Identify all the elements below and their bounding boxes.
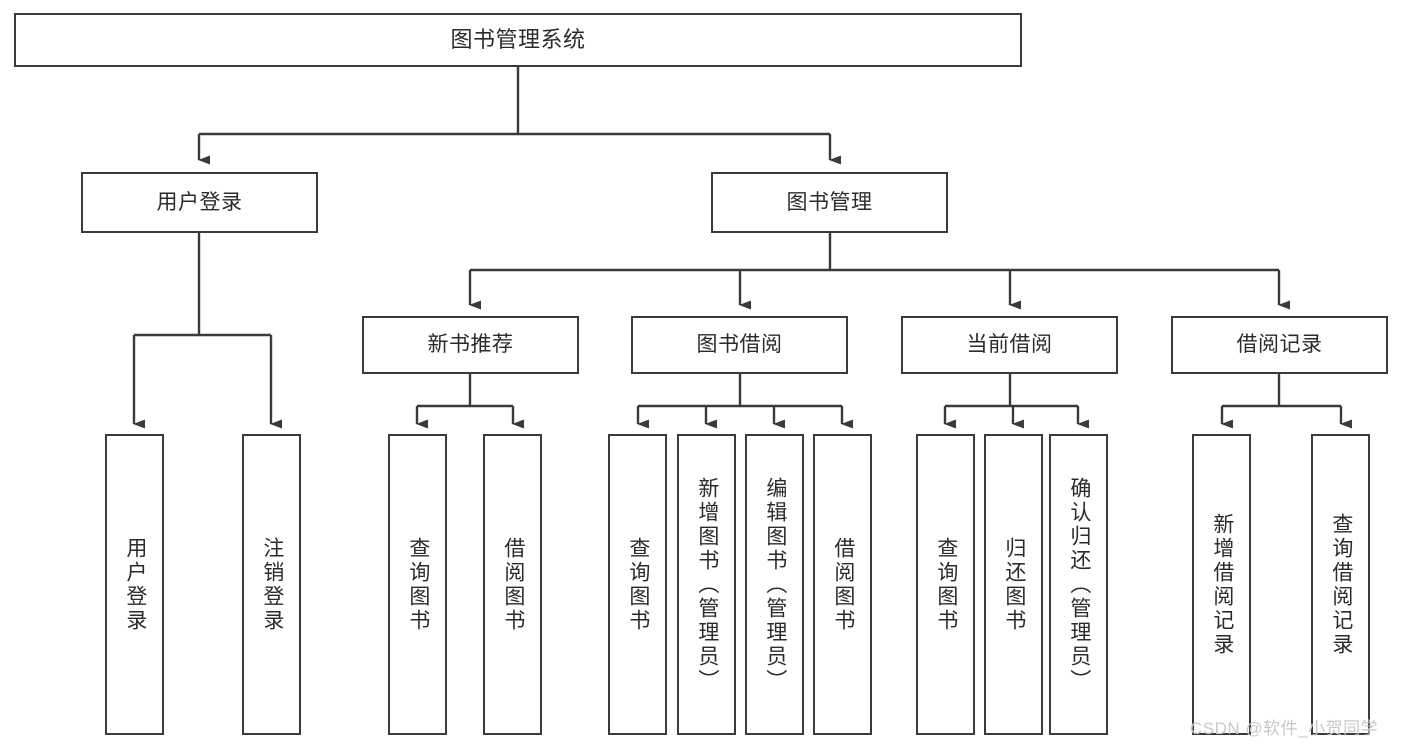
node-label: 用户登录	[156, 190, 243, 214]
node-leaf-query-borrow-record[interactable]: 查询借阅记录	[1311, 434, 1370, 735]
node-leaf-return-book[interactable]: 归还图书	[984, 434, 1043, 735]
node-leaf-query-book-current[interactable]: 查询图书	[916, 434, 975, 735]
node-user-login[interactable]: 用户登录	[81, 172, 318, 233]
node-leaf-query-book-recommend[interactable]: 查询图书	[388, 434, 447, 735]
node-label: 查询图书	[626, 536, 650, 633]
node-borrow-record[interactable]: 借阅记录	[1171, 316, 1388, 374]
node-leaf-edit-book-admin[interactable]: 编辑图书（管理员）	[745, 434, 804, 735]
watermark-text: CSDN @软件_小贺同学	[1190, 719, 1379, 738]
node-leaf-query-book-borrow[interactable]: 查询图书	[608, 434, 667, 735]
node-leaf-add-borrow-record[interactable]: 新增借阅记录	[1192, 434, 1251, 735]
node-label: 图书管理系统	[450, 26, 586, 52]
node-label: 查询图书	[406, 536, 430, 633]
node-label: 借阅图书	[501, 536, 525, 633]
node-leaf-borrow-book-recommend[interactable]: 借阅图书	[483, 434, 542, 735]
node-leaf-logout[interactable]: 注销登录	[242, 434, 301, 735]
node-current-borrow[interactable]: 当前借阅	[901, 316, 1118, 374]
node-label: 图书管理	[786, 190, 873, 214]
node-leaf-user-login[interactable]: 用户登录	[105, 434, 164, 735]
node-root-system[interactable]: 图书管理系统	[14, 13, 1022, 67]
node-new-book-recommend[interactable]: 新书推荐	[362, 316, 579, 374]
node-label: 借阅记录	[1236, 333, 1323, 357]
node-label: 注销登录	[260, 536, 284, 633]
node-book-management[interactable]: 图书管理	[711, 172, 948, 233]
node-label: 新书推荐	[427, 333, 514, 357]
node-label: 当前借阅	[966, 333, 1053, 357]
node-label: 新增图书（管理员）	[695, 476, 719, 693]
node-leaf-add-book-admin[interactable]: 新增图书（管理员）	[677, 434, 736, 735]
node-leaf-borrow-book[interactable]: 借阅图书	[813, 434, 872, 735]
node-label: 编辑图书（管理员）	[763, 476, 787, 693]
node-label: 查询图书	[934, 536, 958, 633]
node-label: 图书借阅	[696, 333, 783, 357]
node-label: 归还图书	[1002, 536, 1026, 633]
node-leaf-confirm-return-admin[interactable]: 确认归还（管理员）	[1049, 434, 1108, 735]
node-label: 查询借阅记录	[1329, 512, 1353, 657]
node-label: 用户登录	[123, 536, 147, 633]
node-label: 借阅图书	[831, 536, 855, 633]
node-label: 新增借阅记录	[1210, 512, 1234, 657]
node-book-borrow[interactable]: 图书借阅	[631, 316, 848, 374]
node-label: 确认归还（管理员）	[1067, 476, 1091, 693]
